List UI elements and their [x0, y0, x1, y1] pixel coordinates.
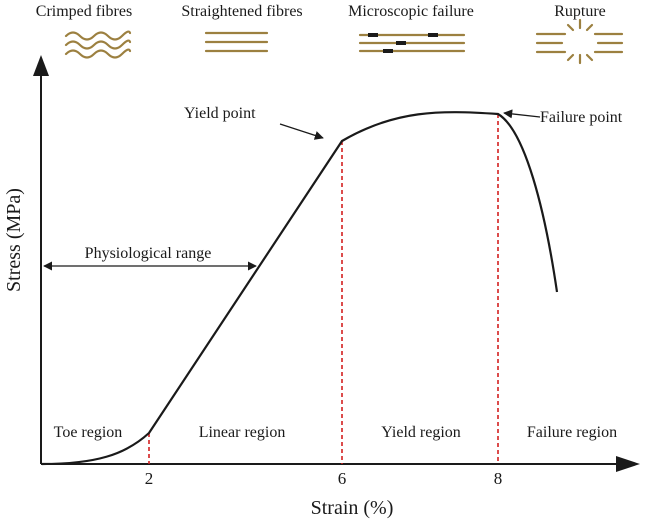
region-label-linear: Linear region	[199, 424, 286, 441]
failure-point-arrow	[503, 109, 541, 119]
x-tick-6: 6	[338, 469, 347, 488]
region-label-toe: Toe region	[54, 424, 123, 441]
stage-label-straightened: Straightened fibres	[181, 3, 302, 20]
straightened-fibres-icon	[204, 31, 269, 53]
x-axis-label: Strain (%)	[311, 497, 394, 519]
crimped-fibres-icon	[64, 30, 132, 59]
region-label-failure: Failure region	[527, 424, 617, 441]
rupture-icon	[535, 18, 624, 65]
stage-label-crimped: Crimped fibres	[36, 3, 132, 20]
physiological-range-label: Physiological range	[85, 245, 212, 262]
y-axis-label: Stress (MPa)	[3, 188, 25, 292]
microscopic-failure-icon	[358, 33, 466, 53]
region-label-yield: Yield region	[381, 424, 461, 441]
x-tick-2: 2	[145, 469, 154, 488]
yield-point-label: Yield point	[184, 105, 256, 122]
x-axis-arrowhead	[616, 456, 640, 472]
x-tick-8: 8	[494, 469, 503, 488]
stage-label-microscopic-failure: Microscopic failure	[348, 3, 474, 20]
yield-point-arrow	[279, 123, 324, 140]
y-axis-arrowhead	[33, 55, 49, 76]
failure-point-label: Failure point	[540, 109, 623, 126]
stage-label-rupture: Rupture	[554, 3, 606, 20]
stress-strain-curve	[41, 111, 559, 466]
